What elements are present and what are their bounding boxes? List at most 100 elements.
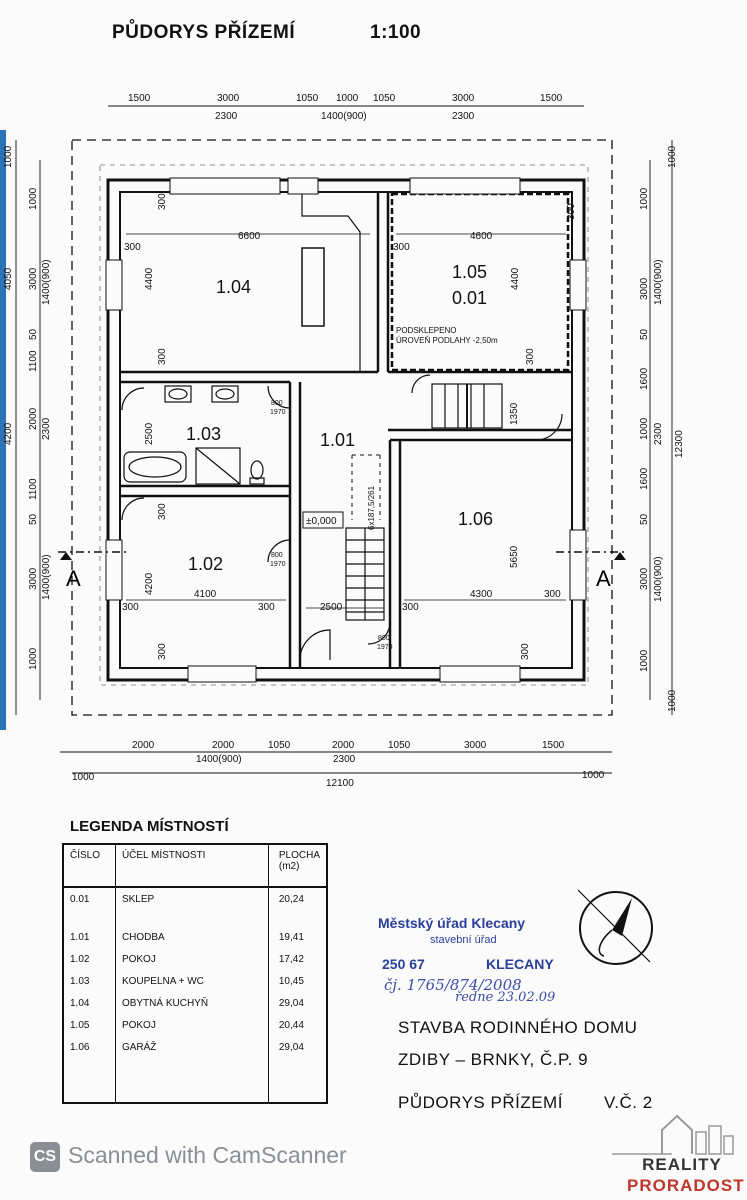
dim-bottom-side-left: 1000 <box>72 772 95 783</box>
legend-header-purpose: ÚČEL MÍSTNOSTI <box>114 844 269 888</box>
legend-header-area: PLOCHA(m2) <box>267 844 327 888</box>
section-arrow-right <box>614 552 626 560</box>
camscanner-logo: CS <box>30 1142 60 1172</box>
scanner-text: Scanned with CamScanner <box>68 1142 347 1169</box>
doors <box>121 374 563 661</box>
dim-top-2: 3000 <box>217 93 240 104</box>
dim-top-1: 1500 <box>128 93 151 104</box>
dim-inner-18: 1970 <box>270 561 286 568</box>
dim-right-14: 1000 <box>667 689 678 712</box>
dim-inner-7: 4400 <box>510 267 521 290</box>
dim-inner-27: 300 <box>157 643 168 660</box>
room-0-01: 0.01 <box>452 288 487 308</box>
cellar-outline <box>390 192 570 372</box>
dim-left-1: 1000 <box>28 187 39 210</box>
dim-right-2: 1000 <box>639 187 650 210</box>
dim-inner-29: 300 <box>520 643 531 660</box>
dim-bottom-3: 1050 <box>268 740 291 751</box>
dim-top-r2-3: 2300 <box>452 111 475 122</box>
dim-left-11: 1400(900) <box>41 554 52 600</box>
stamp-zip: 250 67 <box>382 956 425 972</box>
elevation-mark: ±0,000 <box>306 516 337 527</box>
windows <box>105 177 587 683</box>
dim-inner-5: 300 <box>157 193 168 210</box>
dim-bottom-total: 12100 <box>326 778 354 789</box>
dim-right-7: 1000 <box>639 417 650 440</box>
dim-left-6: 2000 <box>28 407 39 430</box>
sheet-number: V.Č. 2 <box>604 1093 653 1112</box>
dim-left-4: 50 <box>28 328 39 340</box>
stair-label: 6x187,5/261 <box>367 485 376 530</box>
dim-inner-2: 4600 <box>470 231 493 242</box>
dimension-lines <box>15 105 673 774</box>
stamp-date: ředne 23.02.09 <box>455 990 556 1005</box>
dim-inner-19: 2500 <box>320 602 343 613</box>
dim-inner-16: 300 <box>258 602 275 613</box>
dim-inner-30: 300 <box>566 203 577 220</box>
interior-walls <box>120 192 572 668</box>
dim-right-4: 1400(900) <box>653 259 664 305</box>
dim-right-6: 1600 <box>639 367 650 390</box>
scanner-watermark: CS Scanned with CamScanner <box>30 1142 347 1172</box>
dim-bottom-6: 3000 <box>464 740 487 751</box>
stamp-dept: stavební úřad <box>430 934 497 946</box>
dim-inner-24: 4300 <box>470 589 493 600</box>
dim-inner-10: 2500 <box>144 422 155 445</box>
floor-plan: 1500 3000 1050 1000 1050 3000 1500 2300 … <box>3 93 685 789</box>
dim-top-r2-2: 1400(900) <box>321 111 367 122</box>
dim-left-3: 1400(900) <box>41 259 52 305</box>
dim-inner-11: 800 <box>271 400 283 407</box>
dim-bottom-2: 2000 <box>212 740 235 751</box>
dim-inner-14: 4100 <box>194 589 217 600</box>
stair-dashes <box>351 454 381 520</box>
dim-bottom-side-right: 1000 <box>582 770 605 781</box>
dim-inner-28: 300 <box>157 503 168 520</box>
section-label-left: A <box>66 566 81 591</box>
dim-right-8: 2300 <box>653 422 664 445</box>
dim-left-5: 1100 <box>28 350 39 372</box>
room-1-03: 1.03 <box>186 424 221 444</box>
cellar-note-1: PODSKLEPENO <box>396 326 456 335</box>
title-line-3: PŮDORYS PŘÍZEMÍ <box>398 1093 563 1112</box>
elevation-box <box>302 511 344 529</box>
dim-right-5: 50 <box>639 328 650 340</box>
north-arrow-icon <box>577 889 653 965</box>
dim-inner-22: 1350 <box>509 402 520 425</box>
dim-inner-13: 4200 <box>144 572 155 595</box>
dim-top-r2-1: 2300 <box>215 111 238 122</box>
page-title: PŮDORYS PŘÍZEMÍ <box>112 22 296 43</box>
dim-left-10: 3000 <box>28 567 39 590</box>
dim-inner-12: 1970 <box>270 409 286 416</box>
dim-right-3: 3000 <box>639 277 650 300</box>
dim-right-9: 1600 <box>639 467 650 490</box>
binder-edge <box>0 130 6 730</box>
section-arrow-left <box>60 552 72 560</box>
legend-header: ČÍSLO ÚČEL MÍSTNOSTI PLOCHA(m2) <box>63 844 327 888</box>
brand-line-2: PRORADOST <box>627 1176 745 1195</box>
dim-left-outer-2: 4050 <box>3 267 14 290</box>
dim-top-3: 1050 <box>296 93 319 104</box>
dim-right-13: 1000 <box>639 649 650 672</box>
room-1-04: 1.04 <box>216 277 251 297</box>
stamp-city: KLECANY <box>486 956 554 972</box>
dim-left-outer-1: 1000 <box>3 145 14 168</box>
room-1-05: 1.05 <box>452 262 487 282</box>
dim-right-1: 1000 <box>667 145 678 168</box>
dim-inner-25: 300 <box>402 602 419 613</box>
dim-top-5: 1050 <box>373 93 396 104</box>
kitchen-island <box>301 247 325 327</box>
dim-right-12: 1400(900) <box>653 556 664 602</box>
dim-right-11: 3000 <box>639 567 650 590</box>
dim-bottom-4: 2000 <box>332 740 355 751</box>
roof-outline-inner <box>99 164 589 686</box>
dim-inner-17: 800 <box>271 552 283 559</box>
dim-right-total: 12300 <box>674 430 685 458</box>
dim-bottom-5: 1050 <box>388 740 411 751</box>
dim-right-10: 50 <box>639 513 650 525</box>
dim-inner-20: 800 <box>378 635 390 642</box>
